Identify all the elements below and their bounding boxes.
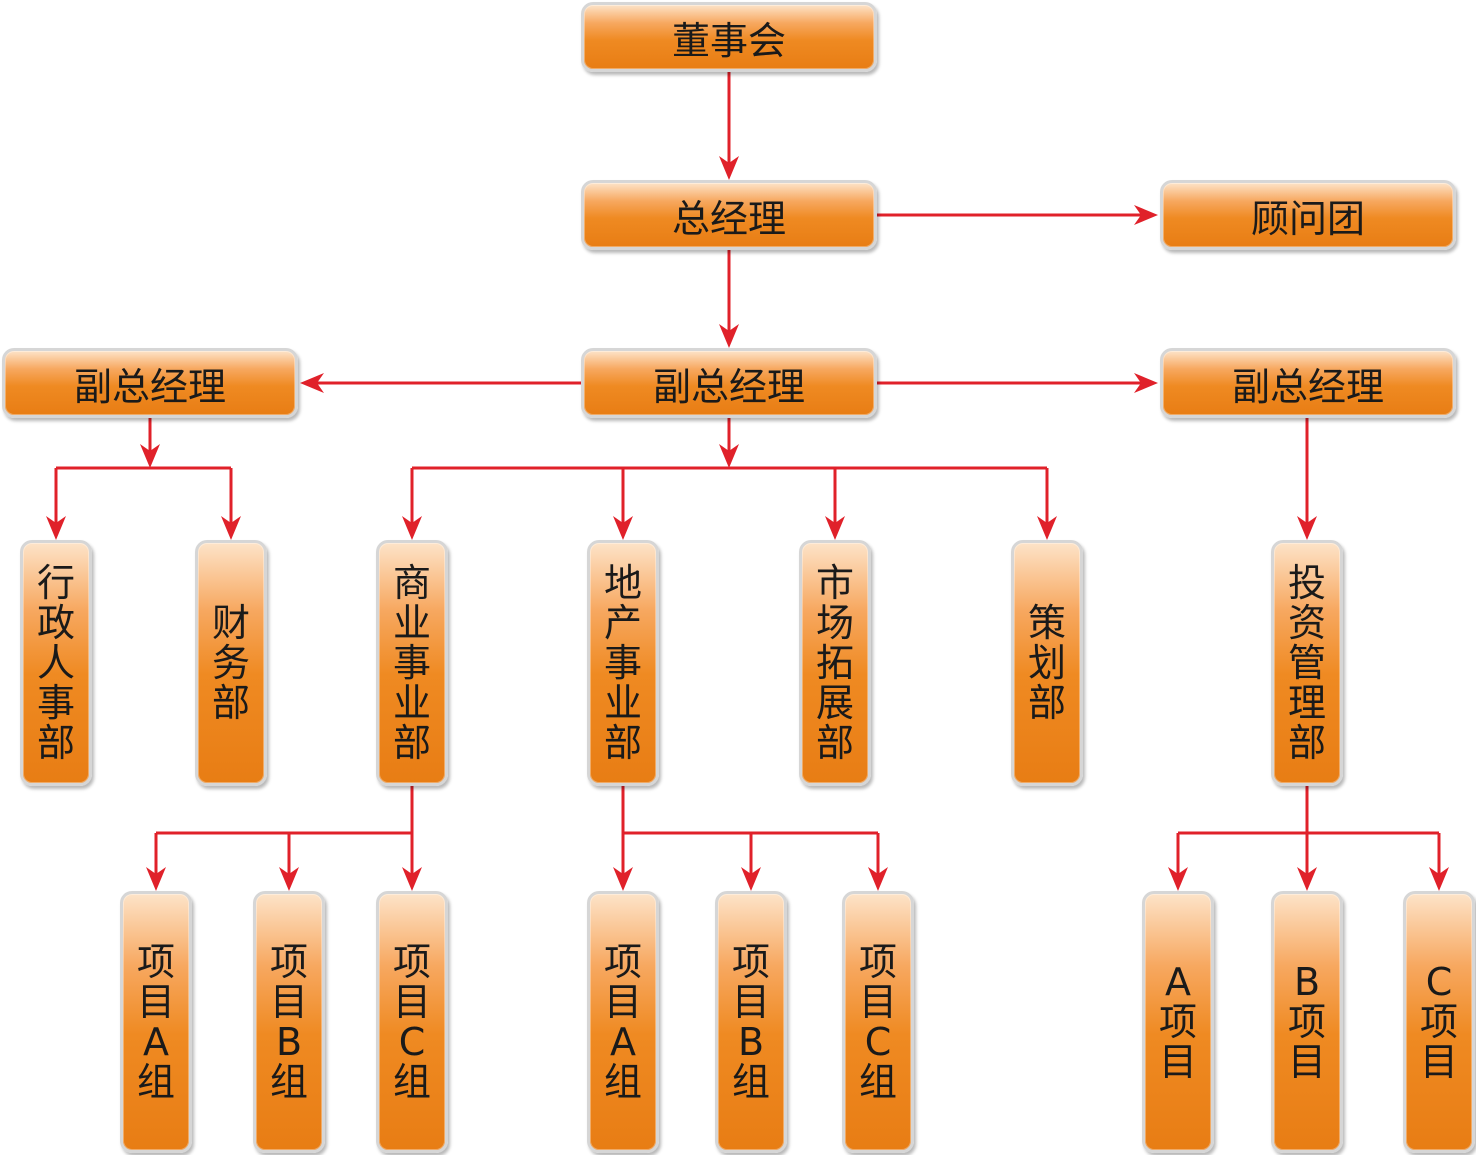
arrowhead: [221, 516, 241, 540]
planning-dept-node[interactable]: 策划部: [1011, 540, 1083, 786]
market-expansion-dept-node[interactable]: 市场拓展部: [799, 540, 871, 786]
board-label: 董事会: [671, 18, 786, 63]
arrowhead: [46, 516, 66, 540]
arrowhead: [825, 516, 845, 540]
arrowhead: [1037, 516, 1057, 540]
arrowhead: [300, 373, 324, 393]
arrowhead: [868, 867, 888, 891]
finance-dept-node[interactable]: 财务部: [195, 540, 267, 786]
arrowhead: [1134, 373, 1158, 393]
arrowhead: [140, 444, 160, 468]
arrowhead: [613, 867, 633, 891]
arrowhead: [1297, 867, 1317, 891]
arrowhead: [1134, 205, 1158, 225]
real-estate-division-label: 地产事业部: [603, 561, 642, 765]
vice-gm-center-label: 副总经理: [652, 364, 805, 409]
vice-gm-center-node[interactable]: 副总经理: [581, 348, 877, 418]
board-node[interactable]: 董事会: [581, 2, 877, 72]
admin-hr-dept-label: 行政人事部: [36, 561, 75, 765]
general-manager-label: 总经理: [671, 196, 786, 241]
arrowhead: [402, 867, 422, 891]
vice-gm-right-label: 副总经理: [1231, 364, 1384, 409]
investment-mgmt-dept-label: 投资管理部: [1287, 561, 1326, 765]
planning-dept-label: 策划部: [1027, 601, 1066, 725]
arrowhead: [613, 516, 633, 540]
real-estate-division-node[interactable]: 地产事业部: [587, 540, 659, 786]
arrowhead: [719, 156, 739, 180]
arrowhead: [146, 867, 166, 891]
advisory-group-label: 顾问团: [1250, 196, 1365, 241]
vice-gm-right-node[interactable]: 副总经理: [1160, 348, 1456, 418]
arrowhead: [741, 867, 761, 891]
market-expansion-dept-label: 市场拓展部: [815, 561, 854, 765]
advisory-group-node[interactable]: 顾问团: [1160, 180, 1456, 250]
arrowhead: [719, 324, 739, 348]
investment-mgmt-dept-node[interactable]: 投资管理部: [1271, 540, 1343, 786]
commercial-division-node[interactable]: 商业事业部: [376, 540, 448, 786]
arrowhead: [1297, 516, 1317, 540]
arrowhead: [1429, 867, 1449, 891]
commercial-division-label: 商业事业部: [392, 561, 431, 765]
arrowhead: [279, 867, 299, 891]
arrowhead: [719, 444, 739, 468]
arrowhead: [1168, 867, 1188, 891]
admin-hr-dept-node[interactable]: 行政人事部: [20, 540, 92, 786]
arrowhead: [402, 516, 422, 540]
general-manager-node[interactable]: 总经理: [581, 180, 877, 250]
vice-gm-left-node[interactable]: 副总经理: [2, 348, 298, 418]
vice-gm-left-label: 副总经理: [73, 364, 226, 409]
finance-dept-label: 财务部: [211, 601, 250, 725]
